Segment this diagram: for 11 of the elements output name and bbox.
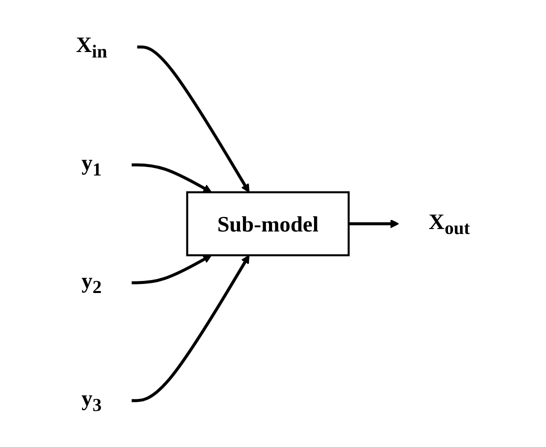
node-text: y$_{2}$ bbox=[81, 268, 102, 297]
node-text: X$_{in}$ bbox=[76, 32, 108, 62]
node-text: y$_{1}$ bbox=[81, 150, 102, 180]
node-text: y$_{3}$ bbox=[81, 385, 102, 415]
arrow bbox=[132, 254, 212, 284]
arrow bbox=[137, 45, 250, 192]
arrow bbox=[348, 219, 400, 228]
node-text: X$_{out}$ bbox=[428, 208, 470, 238]
arrow bbox=[132, 163, 212, 192]
node-box: Sub-model bbox=[186, 191, 350, 256]
arrow bbox=[132, 254, 250, 402]
